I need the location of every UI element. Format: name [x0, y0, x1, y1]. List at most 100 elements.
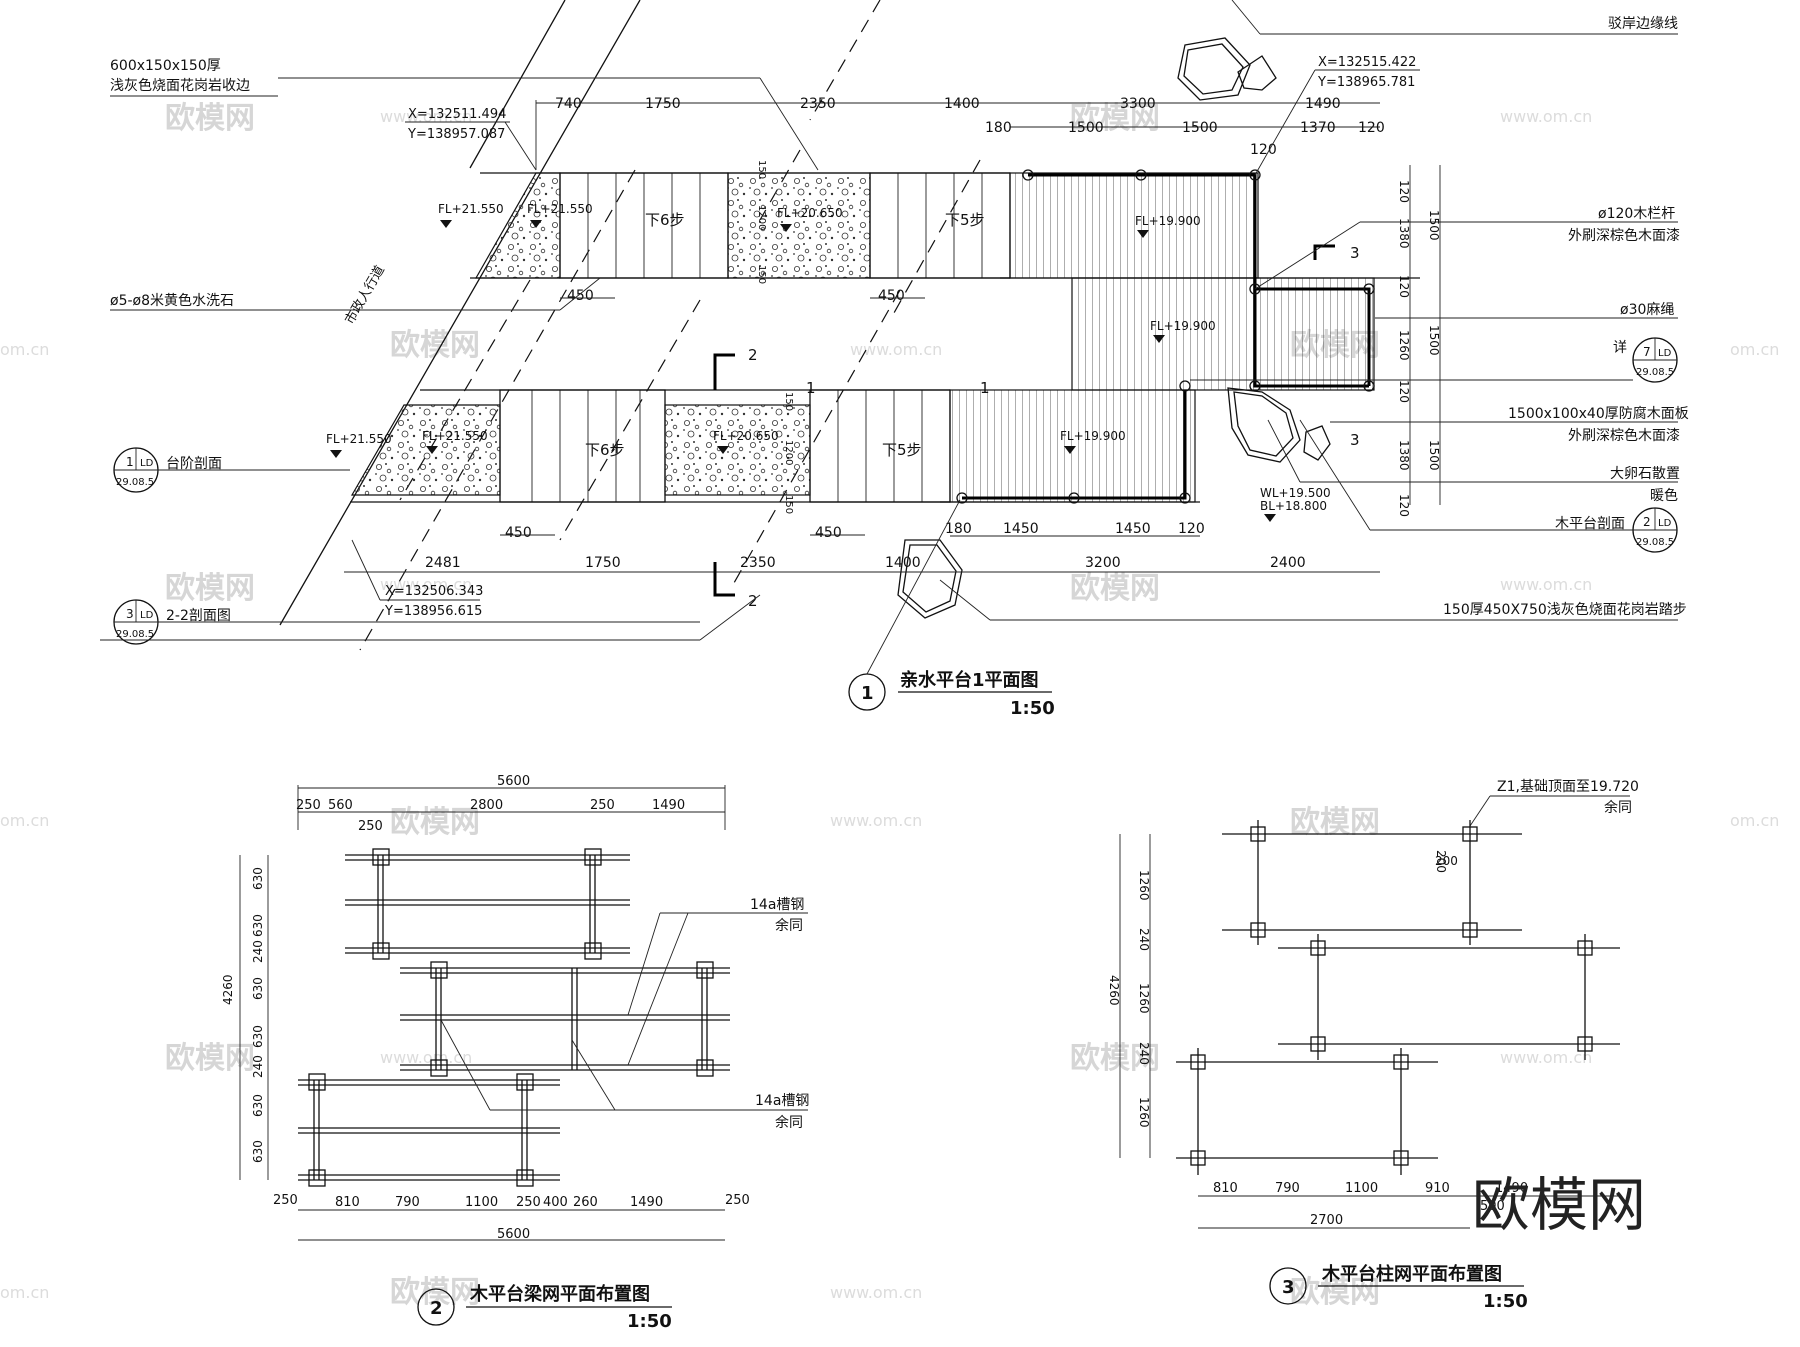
- dim-label: 1400: [885, 555, 921, 571]
- right-annotations: 驳岸边缘线 ø120木栏杆 外刷深棕色木面漆 ø30麻绳 详 7 LD 29.0…: [939, 0, 1689, 621]
- callout-number: 1: [126, 455, 134, 469]
- plan-scale: 1:50: [1483, 1291, 1528, 1312]
- dim-label: 240: [1137, 1042, 1151, 1065]
- wood-deck-2: [1071, 277, 1375, 391]
- level-label: FL+19.900: [1060, 429, 1126, 443]
- callout-code: LD: [140, 610, 154, 621]
- watermark-brand: 欧模网: [390, 805, 480, 840]
- dim-label: 450: [815, 525, 842, 541]
- callout-step-section: 1 LD 29.08.5 台阶剖面: [113, 447, 350, 493]
- callout-number: 7: [1643, 345, 1651, 359]
- watermark-site: www.om.cn: [380, 107, 472, 126]
- dim-label: 120: [1397, 180, 1411, 203]
- dim-label: 1200: [756, 205, 767, 230]
- watermark-site: www.om.cn: [830, 811, 922, 830]
- watermark-site-partial: om.cn: [0, 1283, 49, 1302]
- dim-label: 910: [1425, 1181, 1450, 1196]
- note-board2: 外刷深棕色木面漆: [1568, 427, 1680, 444]
- plan-number: 3: [1282, 1277, 1295, 1298]
- watermark-brand: 欧模网: [1070, 571, 1160, 606]
- note-bank: 驳岸边缘线: [1608, 16, 1678, 32]
- dim-total: 4260: [221, 974, 235, 1005]
- dim-label: 1500: [1427, 210, 1441, 241]
- dim-label: 1380: [1397, 440, 1411, 471]
- section-number: 1: [980, 379, 990, 397]
- stair-upper-2: [869, 172, 1011, 279]
- dim-label: 1200: [783, 440, 794, 465]
- dim-label: 1450: [1115, 521, 1151, 537]
- level-label: FL+19.900: [1150, 319, 1216, 333]
- watermark-site: www.om.cn: [1500, 1048, 1592, 1067]
- stair-treads: [897, 173, 983, 278]
- watermark-site: www.om.cn: [380, 575, 472, 594]
- dim-label: 240: [251, 1055, 265, 1078]
- boulder-cluster: [897, 37, 1331, 619]
- level-label: FL+21.550: [438, 202, 504, 216]
- dim-label: 500: [1480, 1199, 1505, 1214]
- level-label: FL+21.550: [527, 202, 593, 216]
- column-grid-lines: [1176, 820, 1620, 1175]
- level-label: FL+21.550: [422, 429, 488, 443]
- dim-label: 630: [251, 1094, 265, 1117]
- level-label: FL+20.650: [777, 206, 843, 220]
- level-label: BL+18.800: [1260, 499, 1327, 513]
- road-edge-line: [469, 0, 566, 169]
- callout-sheet: 29.08.5: [1636, 537, 1674, 548]
- step-label: 下5步: [882, 441, 922, 459]
- dim-total: 4260: [1107, 975, 1121, 1006]
- watermark-brand: 欧模网: [390, 328, 480, 363]
- dim-label: 740: [555, 96, 582, 112]
- note-edge-line1: 600x150x150厚: [110, 58, 221, 74]
- dim-label: 150: [756, 265, 767, 284]
- gravel-paving: [350, 404, 501, 496]
- note-rail1: ø120木栏杆: [1598, 206, 1675, 222]
- dim-label: 2400: [1270, 555, 1306, 571]
- level-label: FL+20.650: [713, 429, 779, 443]
- callout-title: 台阶剖面: [166, 456, 222, 472]
- dim-label: 450: [505, 525, 532, 541]
- section-number: 3: [1350, 244, 1360, 262]
- watermark-brand: 欧模网: [390, 1275, 480, 1310]
- watermark-site-partial: om.cn: [0, 811, 49, 830]
- callout-number: 3: [126, 607, 134, 621]
- dim-label: 1260: [1137, 983, 1151, 1014]
- coord-x: X=132511.494: [408, 107, 506, 122]
- note-channel: 14a槽钢: [755, 1093, 809, 1109]
- note-pebble1: 大卵石散置: [1610, 466, 1680, 482]
- note-rail2: 外刷深棕色木面漆: [1568, 227, 1680, 244]
- railing: [962, 390, 1187, 500]
- dim-label: 180: [945, 521, 972, 537]
- watermark-brand: 欧模网: [165, 571, 255, 606]
- level-label: WL+19.500: [1260, 486, 1331, 500]
- dim-label: 1450: [1003, 521, 1039, 537]
- note-same: 余同: [775, 1114, 803, 1131]
- dim-label: 1490: [652, 798, 685, 813]
- plan-title: 木平台柱网平面布置图: [1321, 1263, 1502, 1285]
- watermark-brand: 欧模网: [1070, 101, 1160, 136]
- coord-y: Y=138957.087: [407, 127, 505, 142]
- step-label: 下5步: [945, 211, 985, 229]
- dim-label: 120: [1397, 275, 1411, 298]
- dim-label: 810: [1213, 1181, 1238, 1196]
- note-same: 余同: [775, 917, 803, 934]
- dim-label: 3300: [1120, 96, 1156, 112]
- section-markers: 2 2 1 1 3 3: [713, 244, 1360, 610]
- watermark-brand: 欧模网: [165, 101, 255, 136]
- dim-label: 1260: [1397, 330, 1411, 361]
- dim-label: 200: [1435, 854, 1458, 868]
- steel-beams: [298, 854, 730, 1181]
- callout-code: LD: [1658, 348, 1672, 359]
- road-label: 市政人行道: [342, 263, 388, 327]
- note-board1: 1500x100x40厚防腐木面板: [1508, 405, 1689, 422]
- dim-label: 630: [251, 914, 265, 937]
- coord-y: Y=138956.615: [384, 604, 482, 619]
- stair-treads: [531, 390, 641, 502]
- dim-label: 560: [328, 798, 353, 813]
- dim-label: 400: [543, 1195, 568, 1210]
- step-label: 下6步: [585, 441, 625, 459]
- dim-label: 1400: [944, 96, 980, 112]
- level-label: FL+21.550: [326, 432, 392, 446]
- coord-y: Y=138965.781: [1317, 75, 1415, 90]
- plan-number: 1: [861, 683, 874, 704]
